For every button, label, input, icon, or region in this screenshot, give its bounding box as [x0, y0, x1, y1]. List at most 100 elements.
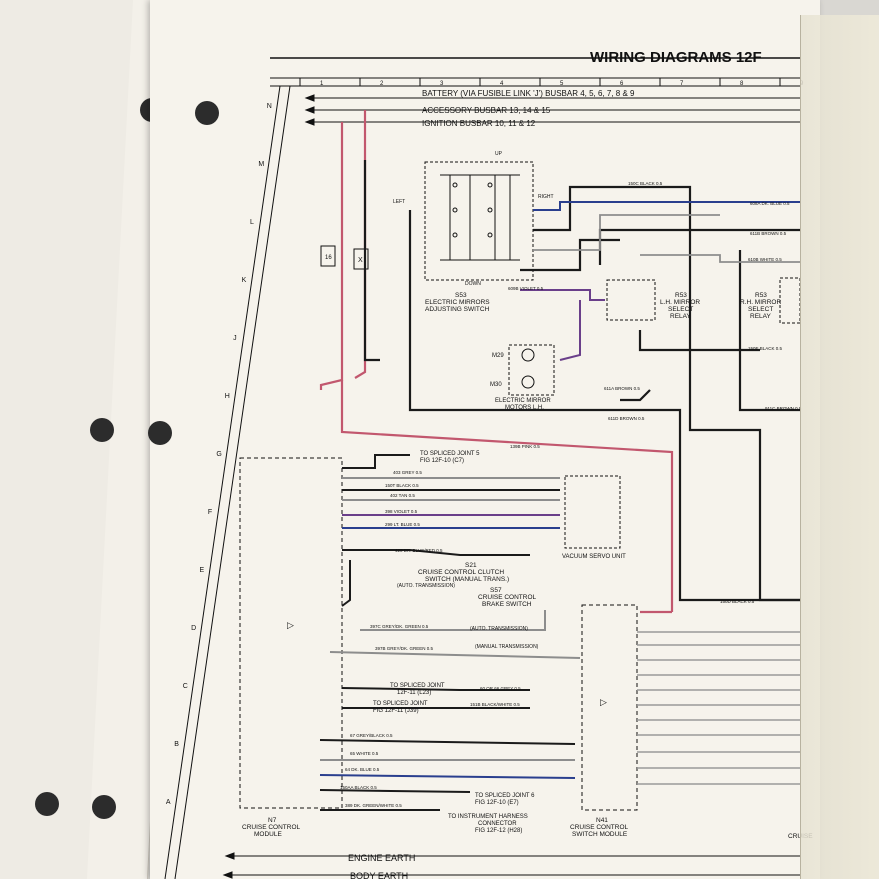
wire-label: 151B BLACK/WHITE 0.5	[470, 702, 520, 707]
busbars	[304, 94, 800, 126]
busbar-battery: BATTERY (VIA FUSIBLE LINK 'J') BUSBAR 4,…	[422, 89, 635, 98]
row-letter: J	[233, 335, 237, 342]
engine-earth-label: ENGINE EARTH	[348, 853, 415, 863]
column-ruler: 123456789	[270, 77, 804, 87]
wire-label: 420 DK. BLUE/RED 0.5	[395, 548, 443, 553]
m30-label: M30	[490, 382, 502, 388]
label-right: RIGHT	[538, 194, 554, 200]
column-number: 1	[320, 81, 324, 87]
binder-hole	[90, 418, 114, 442]
vacuum-servo-box	[564, 475, 621, 549]
binder-hole	[92, 795, 116, 819]
label-up: UP	[495, 151, 503, 157]
row-letter: C	[183, 683, 188, 690]
binder-hole	[148, 421, 172, 445]
row-letter: A	[166, 799, 171, 806]
n7-label: N7 CRUISE CONTROL MODULE	[242, 817, 302, 838]
row-letter: D	[191, 625, 196, 632]
wire-label: 67 GREY/BLACK 0.5	[350, 733, 393, 738]
wire-label: 299 LT. BLUE 0.5	[385, 522, 420, 527]
n7-wires	[319, 454, 581, 811]
row-letter: M	[258, 161, 264, 168]
wire-label: 397B GREY/DK. GREEN 0.5	[375, 646, 434, 651]
row-letter: F	[208, 509, 212, 516]
binder-hole	[195, 101, 219, 125]
note-splice6: TO SPLICED JOINT 6 FIG 12F-10 (E7)	[475, 793, 536, 806]
r53-rh-relay-box	[779, 277, 801, 324]
row-letter: L	[250, 219, 254, 226]
plastic-sleeve	[800, 15, 879, 879]
note-splice-l23: TO SPLICED JOINT 12F-11 (L23)	[390, 683, 446, 696]
s53-label: S53 ELECTRIC MIRRORS ADJUSTING SWITCH	[425, 292, 491, 313]
violet-wires	[520, 289, 605, 361]
black-wires	[363, 160, 800, 602]
wire-label: 609B VIOLET 0.5	[508, 286, 544, 291]
note-splice-j39: TO SPLICED JOINT FIG 12F-11 (J39)	[373, 701, 429, 714]
busbar-ignition: IGNITION BUSBAR 10, 11 & 12	[422, 119, 536, 128]
s57-label: S57 CRUISE CONTROL BRAKE SWITCH	[478, 587, 538, 608]
wire-label: 150AA BLACK 0.5	[340, 785, 377, 790]
mirror-motors-box	[508, 344, 555, 396]
n41-arrow: ▷	[600, 697, 607, 707]
row-letter: N	[267, 103, 272, 110]
fuse-16	[320, 245, 336, 267]
wire-label: 64 DK. BLUE 0.5	[345, 767, 380, 772]
n7-module-box	[239, 457, 343, 809]
fuse-label: X	[358, 257, 363, 264]
column-number: 2	[380, 81, 384, 87]
wire-label: 608A DK. BLUE 0.5	[750, 201, 790, 206]
wire-label: 610B WHITE 0.5	[748, 257, 782, 262]
column-number: 4	[500, 81, 504, 87]
wire-label: 397C GREY/DK. GREEN 0.5	[370, 624, 429, 629]
note-manual-trans: (MANUAL TRANSMISSION)	[475, 644, 539, 650]
s53-internals	[440, 174, 520, 261]
column-number: 8	[740, 81, 744, 87]
row-letter: E	[200, 567, 205, 574]
note-instrument: TO INSTRUMENT HARNESS CONNECTOR FIG 12F-…	[448, 814, 529, 834]
row-letter: K	[242, 277, 247, 284]
busbar-accessory: ACCESSORY BUSBAR 13, 14 & 15	[422, 106, 551, 115]
note-splice5: TO SPLICED JOINT 5 FIG 12F-10 (C7)	[420, 451, 481, 464]
n7-arrow: ▷	[287, 620, 294, 630]
r53-rh-label: R53 R.H. MIRROR SELECT RELAY	[740, 292, 783, 320]
m29-label: M29	[492, 353, 504, 359]
wire-label: 611A BROWN 0.5	[604, 386, 640, 391]
note-auto-trans: (AUTO. TRANSMISSION)	[397, 583, 455, 589]
right-wires	[637, 631, 800, 785]
binder-hole	[35, 792, 59, 816]
s53-switch-box	[424, 161, 534, 281]
wire-label: 65 WHITE 0.5	[350, 751, 379, 756]
column-number: 6	[620, 81, 624, 87]
row-letter: H	[225, 393, 230, 400]
diagram-page	[150, 0, 820, 879]
note-auto-trans-2: (AUTO. TRANSMISSION)	[470, 626, 528, 632]
wire-label: 150T BLACK 0.5	[385, 483, 419, 488]
s21-label: S21 CRUISE CONTROL CLUTCH SWITCH (MANUAL…	[418, 562, 509, 583]
wire-label: 911C BROWN 0.5	[765, 406, 802, 411]
earth-lines	[222, 852, 800, 879]
wire-label: 403 GREY 0.5	[393, 470, 422, 475]
wire-label: 398 VIOLET 0.5	[385, 509, 418, 514]
column-number: 3	[440, 81, 444, 87]
body-earth-label: BODY EARTH	[350, 871, 408, 879]
row-letter: G	[216, 451, 221, 458]
wire-label: 611B BROWN 0.5	[750, 231, 787, 236]
wire-label: 60 OR 66 GREY 0.5	[480, 686, 521, 691]
wire-label: 150C BLACK 0.5	[628, 181, 663, 186]
fuse-label: 16	[325, 255, 332, 261]
vacuum-label: VACUUM SERVO UNIT	[562, 554, 626, 560]
r53-lh-relay-box	[606, 279, 656, 321]
motors-label: ELECTRIC MIRROR MOTORS L.H.	[495, 398, 552, 411]
grey-wires	[533, 214, 800, 263]
wire-label: 402 TAN 0.5	[390, 493, 415, 498]
wire-label: 150E BLACK 0.5	[748, 346, 783, 351]
wire-label: 150D BLACK 0.5	[720, 599, 755, 604]
n41-module-box	[581, 604, 638, 811]
row-letter: B	[174, 741, 179, 748]
r53-lh-label: R53 L.H. MIRROR SELECT RELAY	[660, 292, 702, 320]
column-number: 5	[560, 81, 564, 87]
m29-motor	[521, 348, 535, 362]
row-ruler: N M L K J H G F E D C B A	[164, 85, 291, 879]
label-left: LEFT	[393, 199, 405, 205]
